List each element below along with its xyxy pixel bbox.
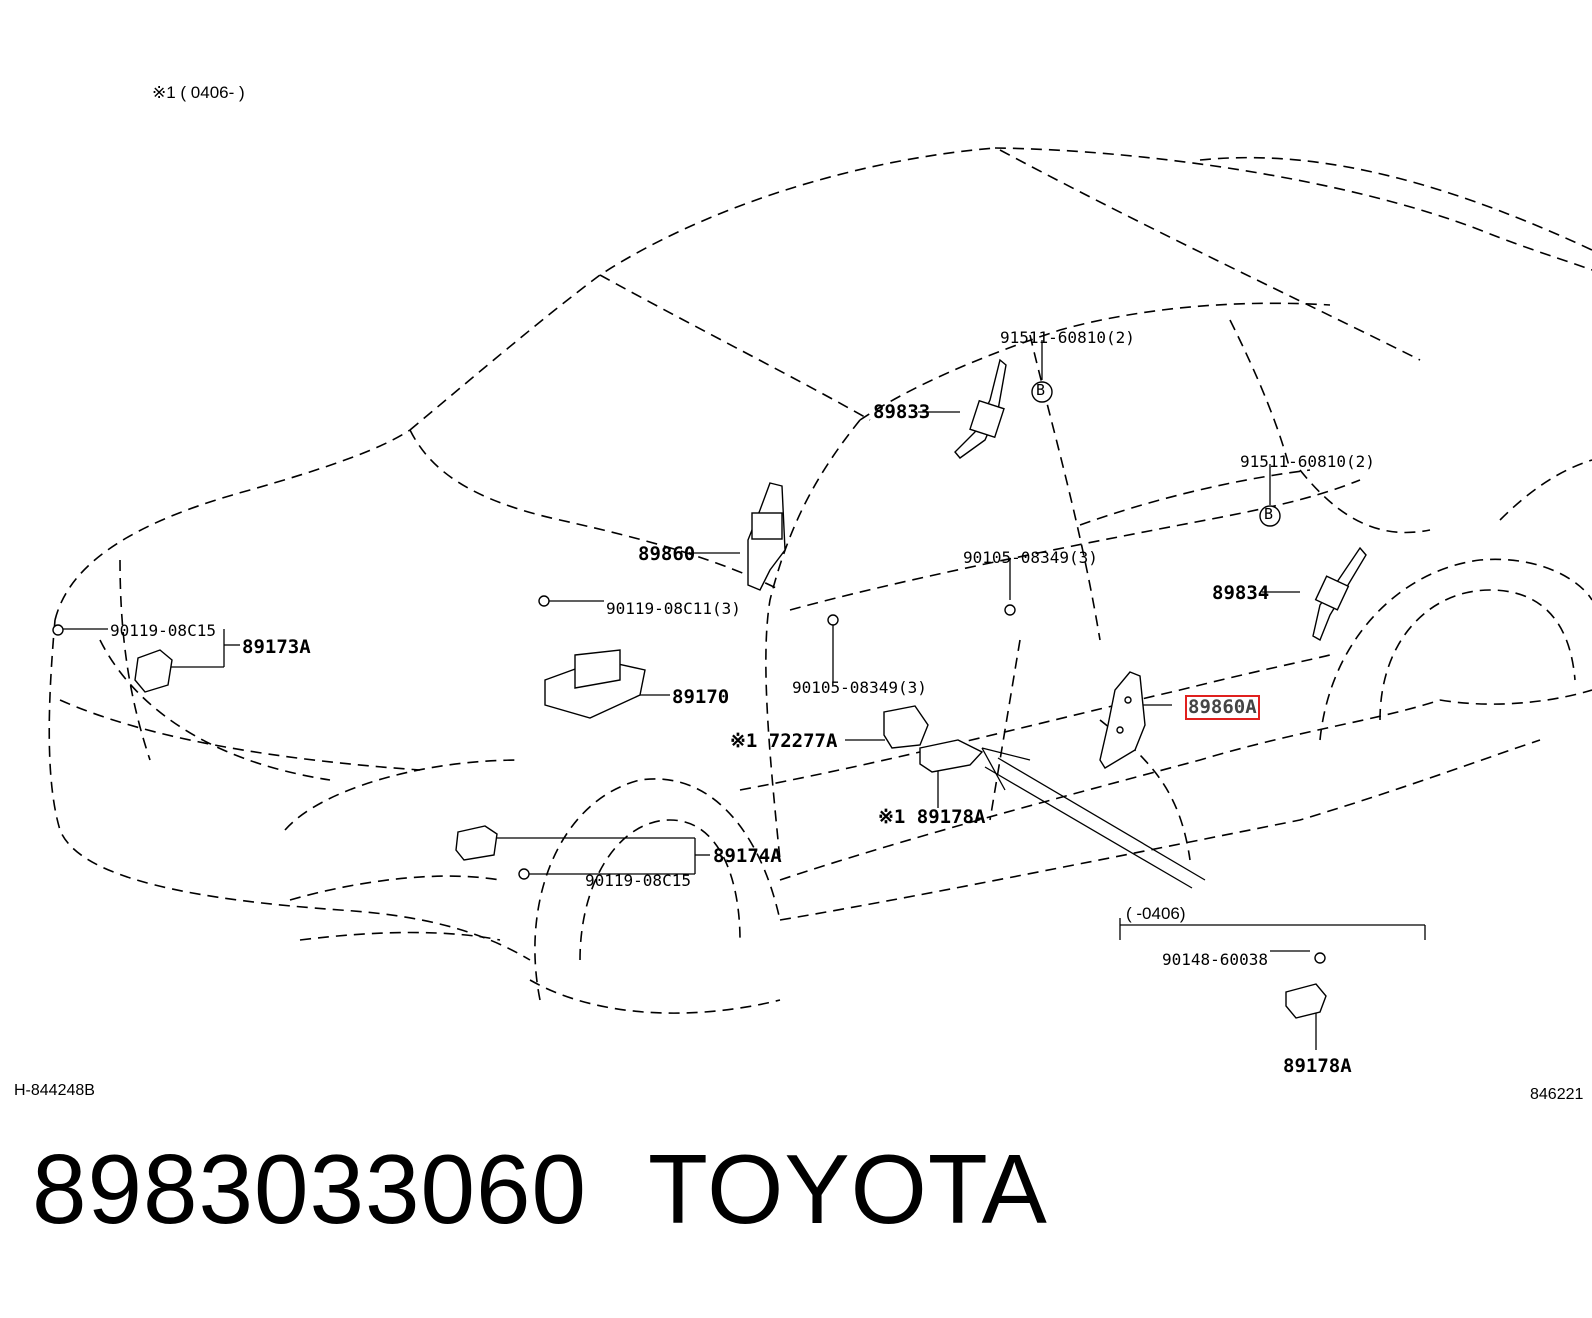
callout-89178A-door[interactable]: ※1 89178A — [878, 806, 986, 828]
callout-90105-left[interactable]: 90105-08349(3) — [792, 678, 927, 697]
part-72277A — [883, 705, 929, 749]
callout-90119-08c15-front[interactable]: 90119-08C15 — [110, 621, 216, 640]
sensor-89860A — [1099, 671, 1146, 769]
sensor-89173A — [134, 649, 173, 693]
catalog-code-right: 846221 — [1530, 1086, 1584, 1103]
sensor-89178A-variant — [1285, 983, 1327, 1019]
callout-91511-top[interactable]: 91511-60810(2) — [1000, 328, 1135, 347]
callout-89860[interactable]: 89860 — [638, 543, 696, 565]
sensor-89834 — [1312, 546, 1367, 642]
bolts — [52, 595, 1326, 964]
sensor-89174A — [455, 825, 498, 861]
callout-90119-08c15-lower[interactable]: 90119-08C15 — [585, 871, 691, 890]
callout-90119-08c11[interactable]: 90119-08C11(3) — [606, 599, 741, 618]
sensor-89860 — [747, 482, 786, 591]
part-number-title: 8983033060 — [32, 1134, 588, 1244]
circle-b-label-top: B — [1036, 381, 1046, 399]
callout-90105-right[interactable]: 90105-08349(3) — [963, 548, 1098, 567]
callout-89834[interactable]: 89834 — [1212, 582, 1270, 604]
callout-90148-60038[interactable]: 90148-60038 — [1162, 950, 1268, 969]
callout-89833[interactable]: 89833 — [873, 401, 931, 423]
callout-72277A[interactable]: ※1 72277A — [730, 730, 838, 752]
sensor-89833 — [954, 358, 1007, 459]
circle-markers — [1031, 381, 1281, 527]
leader-lines — [62, 340, 1426, 1050]
callout-89178A-variant[interactable]: 89178A — [1283, 1055, 1352, 1077]
callout-89174A[interactable]: 89174A — [713, 845, 782, 867]
airbag-ecu-89170 — [544, 649, 646, 719]
callout-89170[interactable]: 89170 — [672, 686, 730, 708]
circle-b-label-right: B — [1264, 505, 1274, 523]
callout-91511-right[interactable]: 91511-60810(2) — [1240, 452, 1375, 471]
catalog-code-left: H-844248B — [14, 1082, 95, 1099]
date-range-note: ※1 ( 0406- ) — [152, 83, 245, 102]
circle-b-marker-right — [1259, 505, 1281, 527]
car-body-outline — [48, 147, 1592, 1014]
callout-89860A-highlighted[interactable]: 89860A — [1185, 695, 1260, 720]
variant-date-note: ( -0406) — [1126, 904, 1186, 923]
brand-title: TOYOTA — [648, 1134, 1048, 1244]
callout-89173A[interactable]: 89173A — [242, 636, 311, 658]
sensor-89178A-door — [919, 739, 984, 773]
part-sketches — [52, 358, 1367, 1019]
circle-b-marker-top — [1031, 381, 1053, 403]
